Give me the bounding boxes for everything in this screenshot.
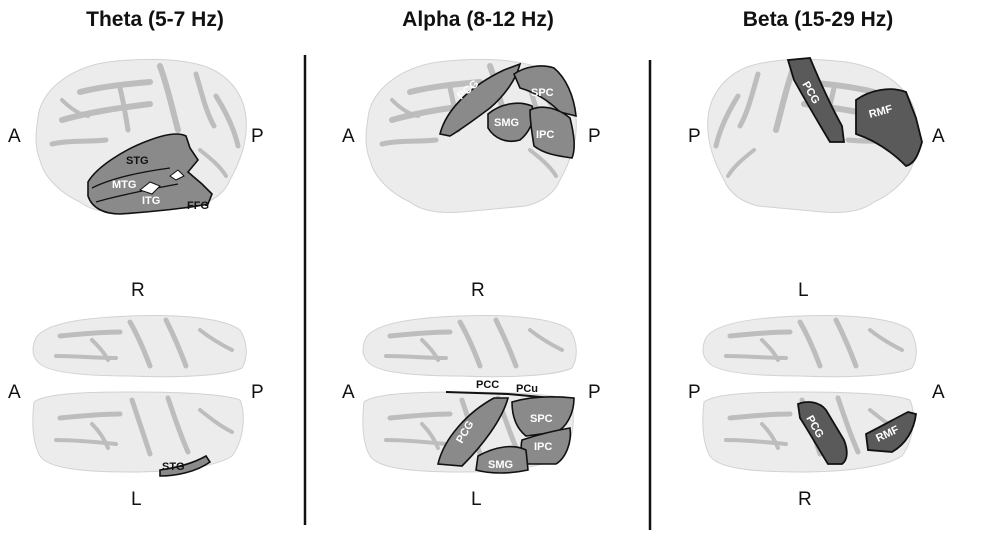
alpha-label-pcc: PCC <box>476 379 499 391</box>
beta-orient-bottom-top: L <box>798 280 809 301</box>
alpha-orient-bottom-right: P <box>588 382 601 403</box>
beta-dorsal-pcg <box>797 401 848 465</box>
theta-orient-bottom-bottom: L <box>131 489 142 510</box>
beta-title: Beta (15-29 Hz) <box>743 8 894 31</box>
theta-label-itg: ITG <box>142 195 160 207</box>
alpha-label-pcu: PCu <box>516 383 538 395</box>
alpha-label-dorsal-spc: SPC <box>530 413 553 425</box>
alpha-label-spc: SPC <box>531 87 554 99</box>
beta-orient-bottom-right: A <box>932 382 945 403</box>
beta-orient-bottom-bottom: R <box>798 489 812 510</box>
beta-region-rmf <box>855 88 923 167</box>
theta-title: Theta (5-7 Hz) <box>86 8 224 31</box>
theta-dorsal-upper <box>33 316 246 377</box>
theta-orient-bottom-right: P <box>251 382 264 403</box>
alpha-dorsal-upper <box>363 316 576 377</box>
alpha-label-ipc: IPC <box>536 129 554 141</box>
alpha-orient-bottom-left: A <box>342 382 355 403</box>
alpha-pcc-line <box>445 391 509 395</box>
theta-orient-top-left: A <box>8 126 21 147</box>
beta-orient-top-right: A <box>932 126 945 147</box>
alpha-region-spc <box>513 65 577 118</box>
alpha-region-pcg <box>439 62 522 137</box>
theta-label-ffg: FFG <box>187 200 209 212</box>
alpha-title: Alpha (8-12 Hz) <box>402 8 554 31</box>
alpha-dorsal-smg <box>475 445 529 474</box>
beta-dorsal-rmf <box>865 411 917 453</box>
theta-panel: STG MTG ITG FFG A P R STG A P L <box>8 59 264 510</box>
theta-region-borders <box>91 167 179 203</box>
beta-region-pcg <box>786 57 846 143</box>
theta-temporal-regions <box>87 133 213 215</box>
theta-orient-top-right: P <box>251 126 264 147</box>
alpha-dorsal-spc <box>511 396 575 437</box>
theta-dorsal-stg <box>159 454 212 477</box>
theta-dorsal-label-stg: STG <box>162 461 185 473</box>
theta-orient-bottom-top: R <box>131 280 145 301</box>
alpha-label-dorsal-ipc: IPC <box>534 441 552 453</box>
beta-orient-bottom-left: P <box>688 382 701 403</box>
alpha-label-smg: SMG <box>494 117 519 129</box>
alpha-orient-bottom-bottom: L <box>471 489 482 510</box>
beta-orient-top-left: P <box>688 126 701 147</box>
theta-label-stg: STG <box>126 155 149 167</box>
alpha-orient-top-right: P <box>588 126 601 147</box>
alpha-region-smg <box>487 102 535 143</box>
beta-dorsal-upper <box>703 316 916 377</box>
alpha-panel: PCG SPC SMG IPC A P R PCC PCu SPC PCG IP… <box>342 59 601 510</box>
alpha-dorsal-pcg <box>437 397 510 467</box>
theta-label-mtg: MTG <box>112 179 136 191</box>
alpha-label-dorsal-smg: SMG <box>488 459 513 471</box>
theta-orient-bottom-left: A <box>8 382 21 403</box>
beta-panel: PCG RMF P A L PCG RMF P A R <box>688 58 945 510</box>
alpha-region-ipc <box>529 106 575 159</box>
theta-dorsal-lower <box>33 392 243 472</box>
alpha-orient-top-left: A <box>342 126 355 147</box>
alpha-orient-bottom-top: R <box>471 280 485 301</box>
theta-region-gap <box>138 169 185 195</box>
